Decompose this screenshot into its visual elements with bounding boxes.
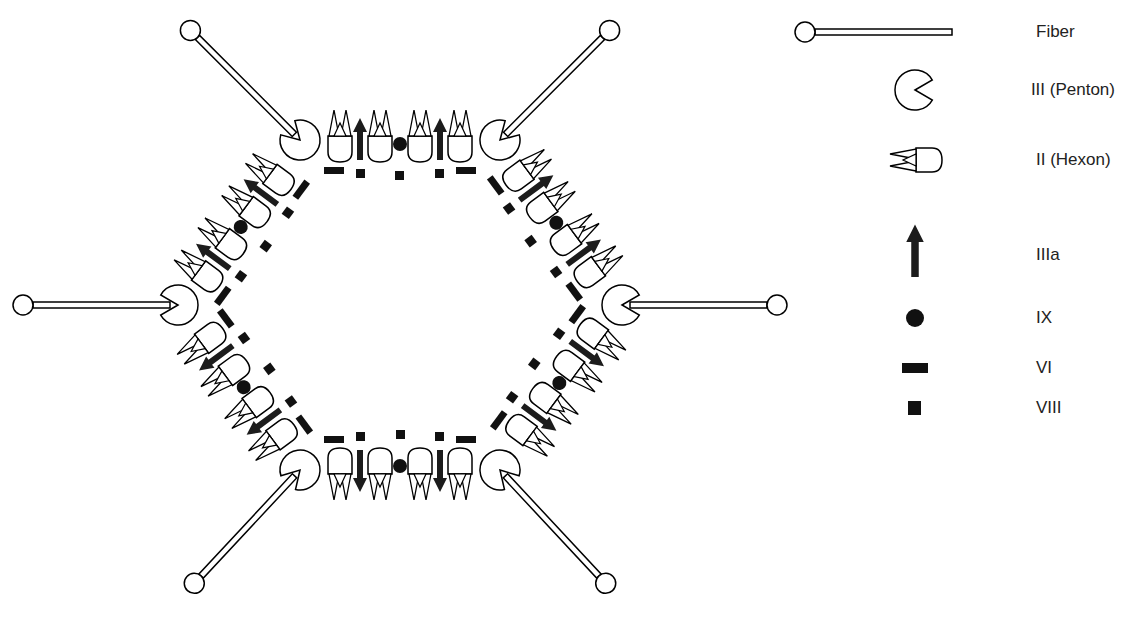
- legend-label: IIIa: [1036, 245, 1060, 265]
- legend-label: VI: [1036, 358, 1052, 378]
- legend-label: Fiber: [1036, 22, 1075, 42]
- legend-fiber-symbol: [795, 22, 952, 42]
- legend-iiia-symbol: [906, 225, 924, 278]
- legend-label: II (Hexon): [1036, 150, 1111, 170]
- legend-hexon-symbol: [890, 148, 942, 172]
- legend-ix-symbol: [906, 309, 924, 327]
- legend-vi-symbol: [902, 363, 928, 373]
- legend-label: VIII: [1036, 398, 1062, 418]
- legend-label: III (Penton): [1031, 80, 1115, 100]
- legend-penton-symbol: [895, 70, 932, 110]
- legend-viii-symbol: [908, 401, 921, 415]
- legend-label: IX: [1036, 308, 1052, 328]
